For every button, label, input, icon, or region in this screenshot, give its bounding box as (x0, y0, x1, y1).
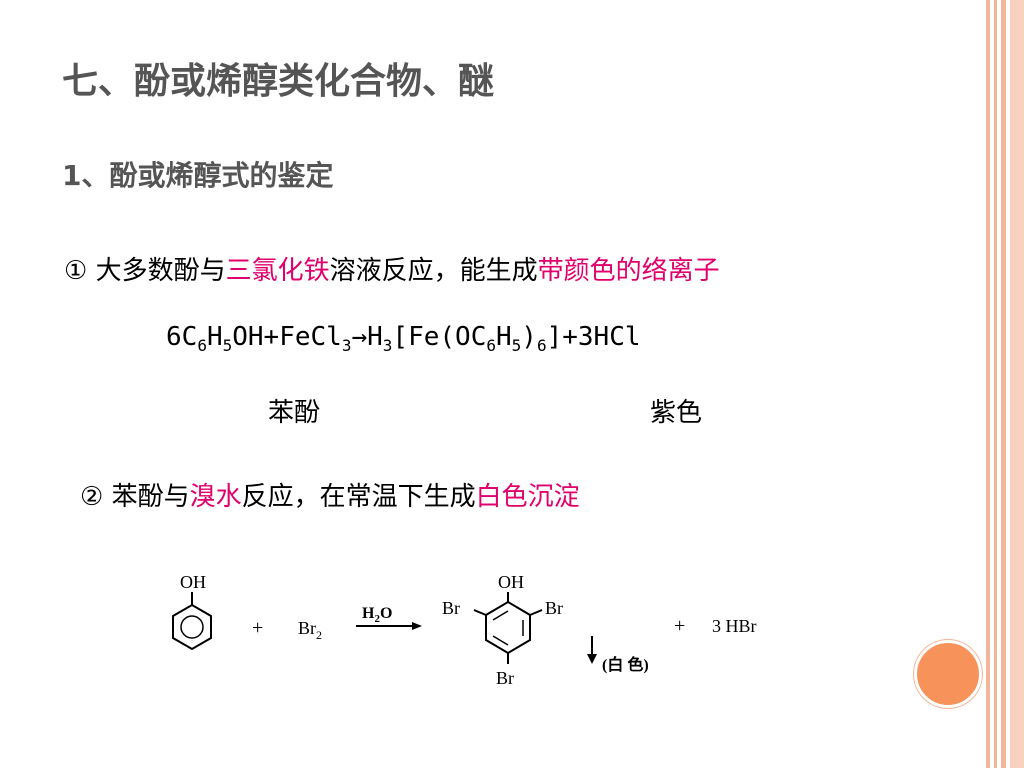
br-right-label: Br (545, 598, 563, 618)
condition-o: O (380, 605, 392, 622)
edge-stripe-4 (1010, 0, 1024, 768)
item-2: ② 苯酚与溴水反应，在常温下生成白色沉淀 (80, 476, 580, 513)
eq-sub: 6 (536, 336, 547, 355)
page-title: 七、酚或烯醇类化合物、醚 (62, 61, 495, 102)
plus-sign: + (252, 617, 263, 639)
br-bond-left (473, 609, 487, 616)
product-double-bond (492, 610, 509, 621)
condition-h: H (362, 605, 375, 622)
item-2-marker: ② (80, 482, 104, 512)
reaction-arrow: → (351, 322, 368, 352)
eq-sub: 5 (222, 336, 233, 355)
item-2-text-b: 反应，在常温下生成 (241, 482, 476, 512)
hbr-product: 3 HBr (712, 616, 757, 636)
reactant-label: 苯酚 (268, 398, 321, 428)
eq-part: ]+3HCl (546, 322, 641, 352)
item-1-highlight-b: 带颜色的络离子 (537, 256, 720, 286)
item-1: ① 大多数酚与三氯化铁溶液反应，能生成带颜色的络离子 (64, 250, 720, 287)
br-bottom-label: Br (496, 668, 514, 688)
iron-chloride-equation: 6C6H5OH+FeCl3→H3[Fe(OC6H5)6]+3HCl (166, 322, 641, 355)
item-1-highlight-a: 三氯化铁 (225, 256, 330, 286)
eq-part: OH+FeCl (232, 322, 342, 352)
item-2-highlight-a: 溴水 (189, 482, 242, 512)
product-double-bond (492, 635, 509, 646)
plus-sign-2: + (674, 615, 685, 637)
item-1-marker: ① (64, 256, 88, 286)
item-1-text-b: 溶液反应，能生成 (329, 256, 538, 286)
precipitate-arrowhead (587, 654, 597, 664)
eq-sub: 6 (486, 336, 496, 355)
edge-stripe-2 (994, 0, 997, 768)
eq-part: H (206, 322, 223, 352)
condition-sub: 2 (374, 613, 380, 625)
product-color-label: 紫色 (650, 398, 703, 428)
eq-part: [Fe(OC (392, 322, 487, 352)
section-subtitle: 1、酚或烯醇式的鉴定 (62, 159, 334, 192)
precipitate-note: (白 色) (602, 655, 649, 674)
item-2-text-a: 苯酚与 (111, 482, 190, 512)
item-2-highlight-b: 白色沉淀 (475, 482, 580, 512)
eq-part: H (367, 322, 383, 352)
phenol-ring (172, 603, 212, 651)
condition-label: H2O (362, 605, 392, 625)
eq-sub: 6 (197, 336, 207, 355)
eq-sub: 3 (341, 336, 352, 355)
eq-sub: 3 (382, 336, 393, 355)
edge-stripe-3 (1001, 0, 1006, 768)
eq-part: 6C (166, 322, 198, 352)
eq-sub: 5 (511, 336, 522, 355)
phenol-aromatic-circle (180, 615, 204, 639)
decorative-circle (914, 640, 982, 708)
br2-subscript: 2 (316, 628, 322, 642)
bromination-reaction-diagram: OH + Br2 H2O OH Br Br Br (白 色) + 3 HBr (172, 572, 757, 688)
reaction-arrowhead (412, 622, 422, 630)
br2-symbol: Br (298, 618, 316, 638)
bromine-reagent: Br2 (298, 618, 322, 642)
eq-part: H (495, 322, 512, 352)
edge-stripe-1 (986, 0, 990, 768)
br-left-label: Br (442, 598, 460, 618)
br-bond-right (529, 609, 543, 616)
phenol-oh-label: OH (180, 572, 206, 592)
eq-part: ) (521, 322, 537, 352)
product-oh-label: OH (498, 572, 524, 592)
item-1-text-a: 大多数酚与 (95, 256, 226, 286)
